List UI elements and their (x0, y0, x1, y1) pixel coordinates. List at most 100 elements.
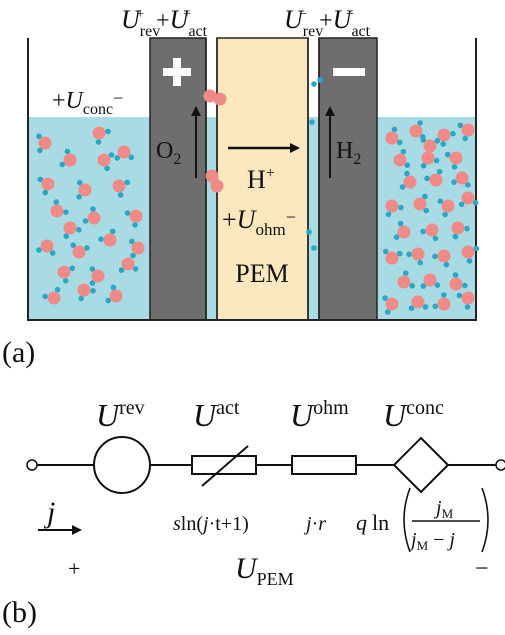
ohm-resistor (291, 455, 357, 475)
h2-label: H2 (336, 138, 361, 168)
conc-label: Uconc (383, 397, 444, 433)
cathode-electrode (318, 37, 378, 321)
water-molecule (432, 292, 451, 311)
anode-plus-sign (163, 58, 191, 86)
water-molecule (92, 126, 111, 145)
gas-bubbles (203, 77, 323, 251)
water-molecule (77, 283, 96, 302)
anode-voltage-label: Urev++Uact+ (121, 5, 208, 40)
water-molecule (89, 266, 105, 286)
water-molecule (37, 176, 55, 196)
oxygen-bubble (205, 169, 219, 183)
water-molecule (63, 221, 82, 239)
water-molecule (409, 120, 426, 140)
equivalent-circuit (26, 436, 505, 535)
water-molecule (382, 295, 399, 315)
water-molecule (424, 168, 443, 187)
upem-label: UPEM (235, 552, 294, 589)
water-molecule (385, 126, 403, 146)
svg-text:jM − j: jM − j (408, 529, 455, 553)
act-nonlinear-resistor (191, 455, 257, 475)
rev-label: Urev (96, 397, 145, 433)
water-molecule (397, 270, 416, 289)
tank-outline (27, 38, 477, 321)
anode-water-molecules (36, 126, 145, 305)
water-molecule (461, 245, 480, 264)
water-molecule (82, 206, 101, 225)
panel-b-label: (b) (2, 596, 37, 629)
water-molecule (432, 249, 451, 268)
panel-a-label: (a) (2, 336, 35, 369)
hydrogen-bubble (311, 245, 317, 251)
water-molecule (42, 286, 61, 305)
water-molecule (97, 152, 115, 172)
hydrogen-bubble (317, 77, 323, 83)
water-molecule (114, 145, 135, 161)
water-molecule (105, 284, 123, 304)
plus-terminal-sign: + (68, 556, 80, 581)
o2-label: O2 (156, 138, 181, 168)
water-molecule (129, 238, 145, 259)
ohm-formula: j·r (303, 513, 326, 535)
hydrogen-bubble (306, 229, 312, 235)
water-molecule (393, 220, 411, 240)
proton-label: H+ (247, 165, 275, 194)
act-formula: sln(j·t+1) (173, 513, 249, 535)
water-molecule (118, 257, 139, 274)
electrolyzer-cell (27, 37, 480, 321)
hydrogen-bubble (309, 119, 315, 125)
cathode-voltage-label: Urev−+Uact− (284, 5, 371, 40)
water-molecule (449, 272, 468, 291)
water-molecule (420, 137, 441, 153)
oxygen-bubble (210, 179, 224, 193)
oxygen-bubble (203, 89, 217, 103)
left-terminal (26, 459, 38, 471)
act-label: Uact (193, 397, 240, 433)
water-molecule (50, 199, 69, 218)
water-molecule (76, 179, 92, 200)
svg-text:jM: jM (433, 497, 454, 521)
water-molecule (70, 242, 90, 259)
water-molecule (399, 170, 417, 190)
cathode-minus-sign (333, 68, 365, 76)
ohm-label: Uohm (290, 397, 349, 433)
current-label: j (43, 496, 55, 529)
water-molecule (112, 179, 131, 198)
pem-label: PEM (235, 259, 288, 288)
water-molecule (98, 228, 117, 247)
water-molecule (420, 151, 440, 169)
water-molecule (57, 265, 75, 284)
water-molecule (36, 239, 56, 256)
water-molecule (406, 247, 425, 266)
water-molecule (59, 148, 77, 168)
water-molecule (451, 171, 471, 188)
water-molecule (456, 291, 475, 310)
oxygen-bubble (213, 92, 227, 106)
water-molecule (124, 209, 143, 228)
cathode-gap-water (308, 117, 319, 320)
minus-terminal-sign: − (475, 556, 489, 582)
water-molecule (420, 273, 441, 289)
water-molecule (444, 151, 463, 170)
svg-text:qln: qln (356, 510, 389, 535)
water-molecule (420, 223, 439, 242)
water-molecule (458, 191, 479, 208)
water-molecule (408, 295, 429, 312)
cathode-water-molecules (382, 120, 480, 315)
water-molecule (457, 122, 475, 142)
anode-gap-water (206, 117, 217, 320)
water-molecule (437, 198, 455, 218)
water-molecule (393, 148, 411, 168)
right-terminal (495, 459, 505, 471)
water-molecule (383, 248, 403, 265)
water-molecule (437, 128, 456, 147)
water-molecule (413, 193, 430, 214)
conc-overvoltage-label: +Uconc− (52, 88, 123, 118)
water-molecule (451, 221, 470, 240)
water-molecule (385, 199, 404, 218)
rev-voltage-source (93, 436, 151, 494)
hydrogen-bubble (311, 81, 317, 87)
conc-dependent-source (392, 436, 450, 494)
